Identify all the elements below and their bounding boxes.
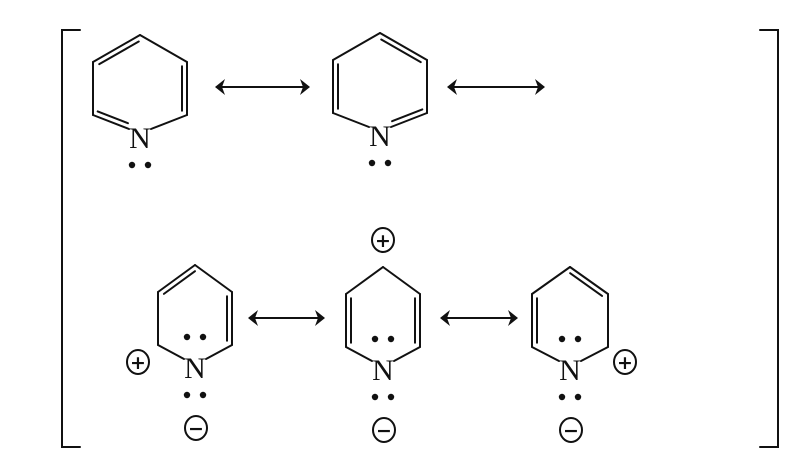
lone-pair-electron-dot xyxy=(144,161,152,169)
double-bond-line xyxy=(162,270,196,295)
arrow-head-left xyxy=(447,79,457,95)
charge-circle xyxy=(126,349,150,375)
single-bond xyxy=(332,112,370,128)
lone-pair-electron-dot xyxy=(387,335,395,343)
single-bond xyxy=(393,346,421,362)
right-bracket xyxy=(759,29,779,448)
lone-pair-electron-dot xyxy=(558,335,566,343)
double-bond-line xyxy=(98,40,140,66)
single-bond xyxy=(92,34,141,63)
minus-sign: − xyxy=(188,418,204,440)
lone-pair-electron-dot xyxy=(128,161,136,169)
arrow-head-left xyxy=(248,310,258,326)
arrow-head-right xyxy=(508,310,518,326)
positive-charge-symbol: + xyxy=(371,227,395,253)
single-bond xyxy=(531,346,560,362)
minus-sign: − xyxy=(563,420,579,442)
arrow-head-right xyxy=(535,79,545,95)
charge-circle xyxy=(559,417,583,443)
double-bond-line xyxy=(569,272,604,297)
lone-pair-electron-dot xyxy=(199,391,207,399)
negative-charge-symbol: − xyxy=(372,417,396,443)
lone-pair-electron-dot xyxy=(371,393,379,401)
plus-sign: + xyxy=(130,352,146,374)
single-bond xyxy=(345,266,384,295)
double-bond-line xyxy=(380,38,422,64)
arrow-head-right xyxy=(315,310,325,326)
single-bond xyxy=(205,344,233,360)
pyridine-structure-2: N xyxy=(332,32,428,167)
lone-pair-electron-dot xyxy=(368,159,376,167)
charge-circle xyxy=(371,227,395,253)
single-bond xyxy=(379,32,428,61)
resonance-arrow xyxy=(215,79,310,95)
lone-pair-electron-dot xyxy=(183,333,191,341)
resonance-arrow xyxy=(248,310,325,326)
pyridine-structure-3: N + − xyxy=(126,264,233,441)
single-bond xyxy=(390,112,428,128)
lone-pair-electron-dot xyxy=(558,393,566,401)
pyridine-structure-4: N + − xyxy=(345,227,421,443)
charge-circle xyxy=(372,417,396,443)
single-bond xyxy=(580,346,609,362)
lone-pair-electron-dot xyxy=(183,391,191,399)
single-bond xyxy=(569,266,609,295)
arrow-head-left xyxy=(215,79,225,95)
pyridine-structure-5: N + − xyxy=(531,266,637,443)
single-bond xyxy=(92,114,130,130)
lone-pair-electron-dot xyxy=(384,159,392,167)
single-bond xyxy=(345,346,373,362)
resonance-arrow xyxy=(447,79,545,95)
single-bond xyxy=(382,266,421,295)
left-bracket xyxy=(61,29,81,448)
lone-pair-electron-dot xyxy=(371,335,379,343)
lone-pair-electron-dot xyxy=(199,333,207,341)
single-bond xyxy=(139,34,188,63)
plus-sign: + xyxy=(375,230,391,252)
single-bond xyxy=(150,114,188,130)
plus-sign: + xyxy=(617,352,633,374)
single-bond xyxy=(157,264,196,293)
single-bond xyxy=(332,32,381,61)
positive-charge-symbol: + xyxy=(613,349,637,375)
negative-charge-symbol: − xyxy=(559,417,583,443)
negative-charge-symbol: − xyxy=(184,415,208,441)
single-bond xyxy=(157,344,185,360)
charge-circle xyxy=(184,415,208,441)
single-bond xyxy=(194,264,233,293)
nitrogen-atom-label: N xyxy=(369,120,391,153)
nitrogen-atom-label: N xyxy=(559,354,581,387)
positive-charge-symbol: + xyxy=(126,349,150,375)
resonance-arrow xyxy=(440,310,518,326)
lone-pair-electron-dot xyxy=(387,393,395,401)
single-bond xyxy=(531,266,571,295)
double-bond-line xyxy=(96,110,129,125)
lone-pair-electron-dot xyxy=(574,335,582,343)
charge-circle xyxy=(613,349,637,375)
arrow-head-left xyxy=(440,310,450,326)
nitrogen-atom-label: N xyxy=(372,354,394,387)
arrow-head-right xyxy=(300,79,310,95)
pyridine-structure-1: N xyxy=(92,34,188,169)
double-bond-line xyxy=(391,108,424,123)
nitrogen-atom-label: N xyxy=(129,122,151,155)
minus-sign: − xyxy=(376,420,392,442)
nitrogen-atom-label: N xyxy=(184,352,206,385)
lone-pair-electron-dot xyxy=(574,393,582,401)
